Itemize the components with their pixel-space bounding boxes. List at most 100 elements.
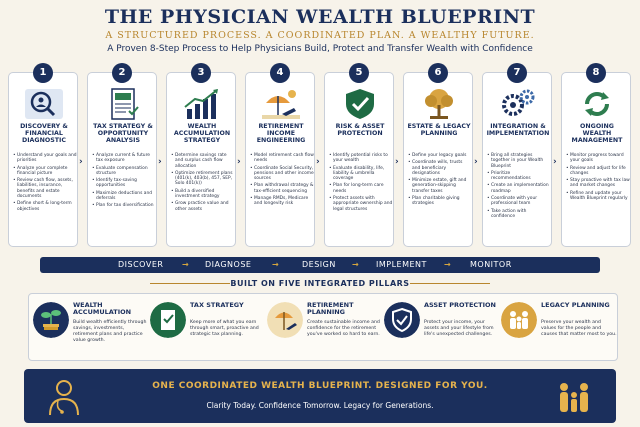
tax-document-icon (111, 88, 139, 120)
arrow-right-icon: → (444, 260, 452, 269)
page-title: THE PHYSICIAN WEALTH BLUEPRINT (104, 6, 536, 28)
step-bullets: Define your legacy goals Coordinate will… (408, 153, 472, 209)
step-number: 6 (428, 63, 448, 83)
bullet: Grow practice value and other assets (171, 201, 235, 212)
step-title: ONGOING WEALTH MANAGEMENT (571, 123, 623, 145)
arrow-right-icon: → (352, 260, 360, 269)
pillar-title: RETIREMENT PLANNING (307, 301, 354, 317)
chevron-right-icon: › (553, 157, 557, 167)
pillars-heading: BUILT ON FIVE INTEGRATED PILLARS (230, 279, 410, 288)
bullet: Understand your goals and priorities (13, 153, 77, 164)
bullet: Plan for long-term care needs (329, 183, 393, 194)
step-card-3: 3 WEALTH ACCUMULATION STRATEGY Determine… (166, 63, 236, 247)
magnifier-chart-icon (25, 89, 63, 119)
gears-icon (502, 89, 535, 116)
family-icon (501, 302, 537, 338)
bullet: Coordinate Social Security, pensions and… (250, 166, 314, 182)
step-bullets: Determine savings rate and surplus cash … (171, 153, 235, 214)
process-stage: IMPLEMENT (376, 260, 427, 269)
footer-banner: ONE COORDINATED WEALTH BLUEPRINT. DESIGN… (24, 369, 616, 423)
step-title: TAX STRATEGY & OPPORTUNITY ANALYSIS (93, 123, 153, 145)
tax-strategy-icon (150, 302, 186, 338)
family-icon (560, 383, 588, 412)
step-bullets: Bring all strategies together in your We… (487, 153, 551, 221)
bullet: Model retirement cash flow needs (250, 153, 314, 164)
step-title: WEALTH ACCUMULATION STRATEGY (173, 123, 231, 145)
bullet: Review and adjust for life changes (566, 166, 630, 177)
bullet: Monitor progress toward your goals (566, 153, 630, 164)
bullet: Plan withdrawal strategy & tax-efficient… (250, 183, 314, 194)
pillar-tax-strategy: TAX STRATEGY Keep more of what you earn … (150, 298, 268, 358)
pillar-description: Build wealth efficiently through savings… (73, 320, 147, 343)
step-title: DISCOVERY & FINANCIAL DIAGNOSTIC (20, 123, 68, 145)
beach-chair-icon (267, 302, 303, 338)
step-card-7: 7 INTEGRATION & IMPLEMENTATION Bring all… (482, 63, 552, 247)
bullet: Identify potential risks to your wealth (329, 153, 393, 164)
bullet: Review cash flow, assets, liabilities, i… (13, 178, 77, 199)
step-card-5: 5 RISK & ASSET PROTECTION Identify poten… (324, 63, 394, 247)
bullet: Determine savings rate and surplus cash … (171, 153, 235, 169)
subtitle: A Proven 8-Step Process to Help Physicia… (107, 44, 533, 54)
step-title: RISK & ASSET PROTECTION (335, 123, 385, 138)
bullet: Build a diversified investment strategy (171, 189, 235, 200)
beach-umbrella-icon (262, 90, 300, 119)
pillar-title: TAX STRATEGY (190, 301, 244, 309)
steps-row: 1 DISCOVERY & FINANCIAL DIAGNOSTIC Under… (8, 62, 632, 250)
step-title: RETIREMENT INCOME ENGINEERING (256, 123, 306, 145)
arrow-right-icon: → (272, 260, 280, 269)
step-bullets: Understand your goals and priorities Ana… (13, 153, 77, 214)
footer-tagline: Clarity Today. Confidence Tomorrow. Lega… (206, 401, 434, 410)
bullet: Define short & long-term objectives (13, 201, 77, 212)
bullet: Bring all strategies together in your We… (487, 153, 551, 169)
chevron-right-icon: › (79, 157, 83, 167)
pillar-description: Preserve your wealth and values for the … (541, 320, 617, 337)
step-bullets: Monitor progress toward your goals Revie… (566, 153, 630, 203)
pillar-title: LEGACY PLANNING (541, 301, 610, 309)
pillar-description: Keep more of what you earn through smart… (190, 320, 259, 337)
pillar-description: Protect your income, your assets and you… (424, 320, 494, 337)
shield-check-icon (346, 89, 374, 119)
process-stage: DISCOVER (118, 260, 164, 269)
step-number: 3 (191, 63, 211, 83)
step-title: ESTATE & LEGACY PLANNING (407, 123, 471, 138)
bullet: Refine and update your Wealth Blueprint … (566, 191, 630, 202)
bullet: Take action with confidence (487, 209, 551, 220)
bullet: Analyze your complete financial picture (13, 166, 77, 177)
process-stage: DESIGN (302, 260, 336, 269)
chevron-right-icon: › (395, 157, 399, 167)
bullet: Plan for tax diversification (92, 203, 156, 209)
divider (150, 283, 230, 284)
step-number: 1 (33, 63, 53, 83)
step-card-2: 2 TAX STRATEGY & OPPORTUNITY ANALYSIS An… (87, 63, 157, 247)
bullet: Define your legacy goals (408, 153, 472, 159)
step-title: INTEGRATION & IMPLEMENTATION (486, 123, 550, 138)
money-plant-icon (33, 302, 69, 338)
chevron-right-icon: › (237, 157, 241, 167)
step-number: 4 (270, 63, 290, 83)
step-card-8: 8 ONGOING WEALTH MANAGEMENT Monitor prog… (561, 63, 631, 247)
pillar-legacy-planning: LEGACY PLANNING Preserve your wealth and… (501, 298, 619, 358)
step-number: 8 (586, 63, 606, 83)
step-card-1: 1 DISCOVERY & FINANCIAL DIAGNOSTIC Under… (8, 63, 78, 247)
physician-icon (49, 380, 79, 416)
step-card-4: 4 RETIREMENT INCOME ENGINEERING Model re… (245, 63, 315, 247)
step-number: 7 (507, 63, 527, 83)
bullet: Evaluate disability, life, liability & u… (329, 166, 393, 182)
process-bar: DISCOVER → DIAGNOSE → DESIGN → IMPLEMENT… (40, 257, 600, 273)
bullet: Manage RMDs, Medicare and longevity risk (250, 196, 314, 207)
bullet: Optimize retirement plans (401(k), 403(b… (171, 171, 235, 187)
pillar-wealth-accumulation: WEALTH ACCUMULATION Build wealth efficie… (33, 298, 151, 358)
chevron-right-icon: › (158, 157, 162, 167)
chevron-right-icon: › (474, 157, 478, 167)
refresh-cycle-icon (585, 92, 609, 116)
step-number: 5 (349, 63, 369, 83)
process-stage: MONITOR (470, 260, 512, 269)
arrow-right-icon: → (182, 260, 190, 269)
footer-headline: ONE COORDINATED WEALTH BLUEPRINT. DESIGN… (152, 381, 488, 391)
process-stage: DIAGNOSE (205, 260, 252, 269)
family-tree-icon (425, 89, 453, 119)
pillar-description: Create sustainable income and confidence… (307, 320, 380, 337)
step-bullets: Model retirement cash flow needs Coordin… (250, 153, 314, 209)
pillar-title: ASSET PROTECTION (424, 301, 496, 309)
bullet: Analyze current & future tax exposure (92, 153, 156, 164)
